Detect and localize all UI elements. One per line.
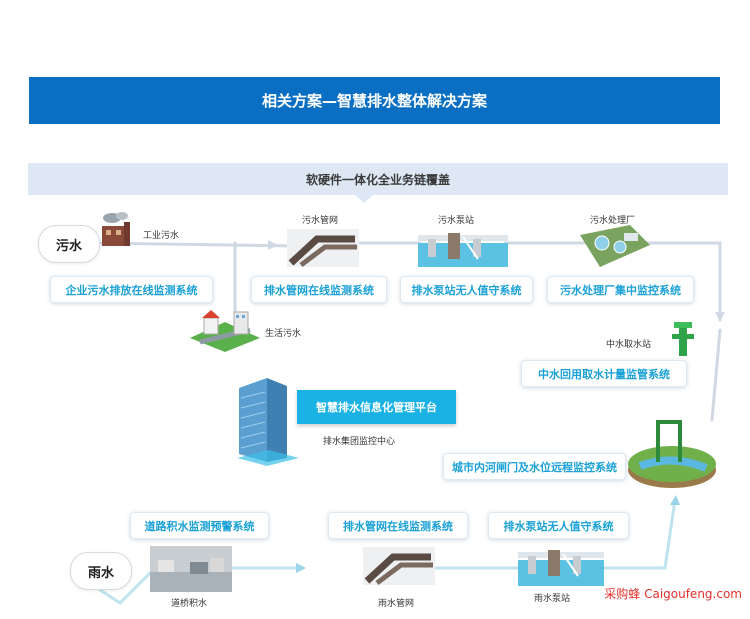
arrow-sewage <box>268 240 278 250</box>
river-gate-water-level-system[interactable]: 城市内河闸门及水位远程监控系统 <box>443 453 626 480</box>
sewage-plant-label: 污水处理厂 <box>590 216 636 226</box>
sewage-plant-icon <box>580 225 650 267</box>
subtitle-bar: 软硬件一体化全业务链覆盖 <box>28 163 728 195</box>
sewage-pipe-label: 污水管网 <box>302 216 339 226</box>
sewage-bubble: 污水 <box>38 225 100 263</box>
office-building-icon <box>237 378 299 466</box>
residential-houses-icon <box>190 310 260 352</box>
subtitle-notch <box>355 195 373 203</box>
rain-pipe-label: 雨水管网 <box>378 599 415 609</box>
arrow-rain <box>296 563 306 573</box>
river-gate-icon <box>628 420 716 488</box>
arrow-plant <box>715 312 725 322</box>
sewage-pipe-monitoring-system[interactable]: 排水管网在线监测系统 <box>251 276 387 303</box>
sewage-plant-central-monitoring-system[interactable]: 污水处理厂集中监控系统 <box>547 276 694 303</box>
reclaimed-flow-line <box>710 328 722 422</box>
reclaimed-intake-label: 中水取水站 <box>606 340 652 350</box>
monitoring-center-label: 排水集团监控中心 <box>323 437 396 447</box>
rain-pump-label: 雨水泵站 <box>534 594 571 604</box>
page-title: 相关方案—智慧排水整体解决方案 <box>29 77 720 124</box>
domestic-wastewater-label: 生活污水 <box>265 329 302 339</box>
rain-flow-line <box>93 498 677 605</box>
watermark: 采购蜂 Caigoufeng.com <box>604 587 742 601</box>
rain-pump-unattended-system[interactable]: 排水泵站无人值守系统 <box>488 512 629 539</box>
sewage-pump-unattended-system[interactable]: 排水泵站无人值守系统 <box>400 276 533 303</box>
industrial-wastewater-label: 工业污水 <box>143 231 180 241</box>
arrow-rain-up <box>670 495 680 505</box>
rain-pipe-network-icon <box>363 547 435 585</box>
road-ponding-label: 道桥积水 <box>171 599 208 609</box>
flooded-road-icon <box>150 546 232 592</box>
rain-bubble: 雨水 <box>70 552 132 590</box>
road-ponding-warning-system[interactable]: 道路积水监测预警系统 <box>130 512 269 539</box>
rain-pump-station-icon <box>518 550 604 586</box>
enterprise-discharge-monitoring-system[interactable]: 企业污水排放在线监测系统 <box>50 276 213 303</box>
pipe-network-icon <box>287 229 359 267</box>
sewage-pump-label: 污水泵站 <box>438 216 475 226</box>
factory-icon <box>102 212 130 246</box>
water-intake-icon <box>672 322 694 356</box>
smart-drainage-platform-button[interactable]: 智慧排水信息化管理平台 <box>297 390 456 424</box>
pump-station-icon <box>418 233 508 267</box>
reclaimed-water-metering-system[interactable]: 中水回用取水计量监管系统 <box>521 360 687 387</box>
rain-pipe-monitoring-system[interactable]: 排水管网在线监测系统 <box>328 512 468 539</box>
